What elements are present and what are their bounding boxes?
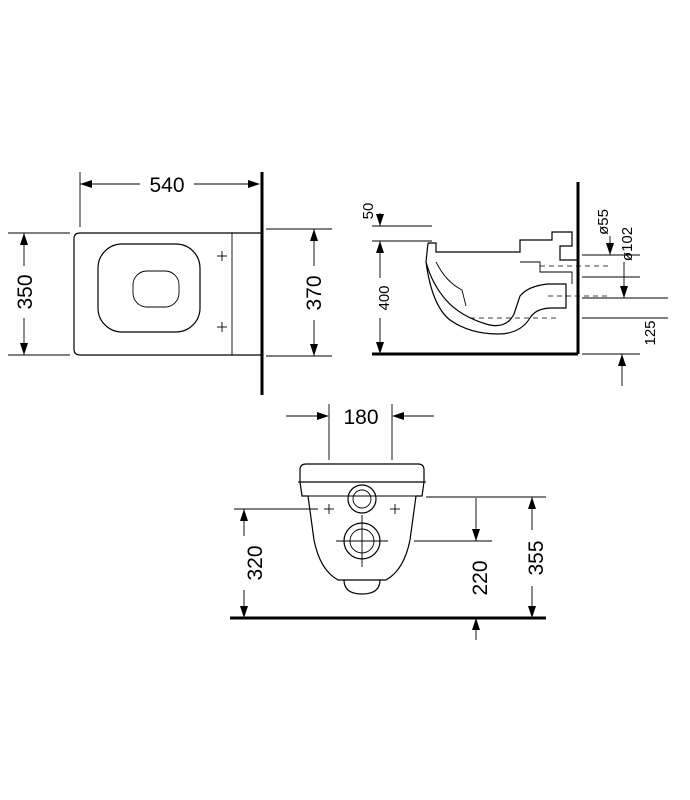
dim-370-arrow-top	[310, 229, 318, 241]
dim-540-arrow-right	[248, 180, 260, 188]
dim-355-arrow-bottom	[528, 606, 536, 618]
dim-540-label: 540	[149, 174, 184, 197]
top-view-seat-opening	[132, 270, 180, 308]
dim-400-arrow-bottom	[376, 342, 384, 354]
top-view-fixing-mark-upper	[217, 251, 227, 261]
dim-180-label: 180	[343, 406, 378, 429]
front-view-bolt-left	[324, 504, 334, 514]
dim-180-arrow-right	[392, 412, 404, 420]
dim-350-label: 350	[14, 274, 37, 309]
side-view-inner-bowl	[435, 261, 467, 307]
dim-350-arrow-bottom	[20, 343, 28, 355]
side-view-inlet-connector	[520, 261, 573, 284]
dim-125-arrow	[618, 354, 626, 366]
dim-50-arrow-top	[376, 214, 384, 226]
front-view-inlet-inner	[352, 489, 372, 509]
dim-125-label: 125	[642, 320, 659, 345]
front-view-body	[299, 481, 425, 581]
side-view-rim-profile	[428, 231, 578, 261]
dim-d102-label: ø102	[619, 227, 636, 261]
dim-320-arrow-top	[240, 509, 248, 521]
dim-d102-arrow	[620, 286, 628, 298]
top-view-seat	[97, 243, 201, 333]
dim-220-arrow-top	[472, 529, 480, 541]
dim-50-label: 50	[360, 203, 377, 220]
dim-540-arrow-left	[80, 180, 92, 188]
front-view-inlet-circle	[347, 484, 377, 514]
dim-400-arrow-top	[376, 241, 384, 253]
dim-355-label: 355	[525, 540, 548, 575]
top-view-bowl-outline	[73, 232, 262, 356]
dim-320-arrow-bottom	[240, 606, 248, 618]
dim-370-arrow-bottom	[310, 344, 318, 356]
dim-220-arrow-bottom	[472, 618, 480, 630]
side-view: 50 400 ø55 ø102 125	[360, 182, 668, 386]
dim-320-label: 320	[244, 545, 267, 580]
dim-220-label: 220	[469, 560, 492, 595]
dim-355-arrow-top	[528, 497, 536, 509]
top-view: 540 350 370	[8, 172, 332, 395]
side-view-bowl-profile	[425, 242, 567, 335]
front-view-outlet-foot	[343, 579, 381, 595]
front-view-bolt-right	[390, 504, 400, 514]
dim-180-arrow-left	[317, 412, 329, 420]
top-view-fixing-mark-lower	[217, 322, 227, 332]
front-view-seat	[299, 463, 425, 483]
dim-d55-label: ø55	[595, 209, 612, 235]
dim-370-label: 370	[303, 275, 326, 310]
front-view: 180 320 220 355	[230, 404, 548, 640]
dim-350-arrow-top	[20, 233, 28, 245]
dim-400-label: 400	[376, 285, 393, 310]
dim-d55-arrow	[606, 243, 614, 255]
